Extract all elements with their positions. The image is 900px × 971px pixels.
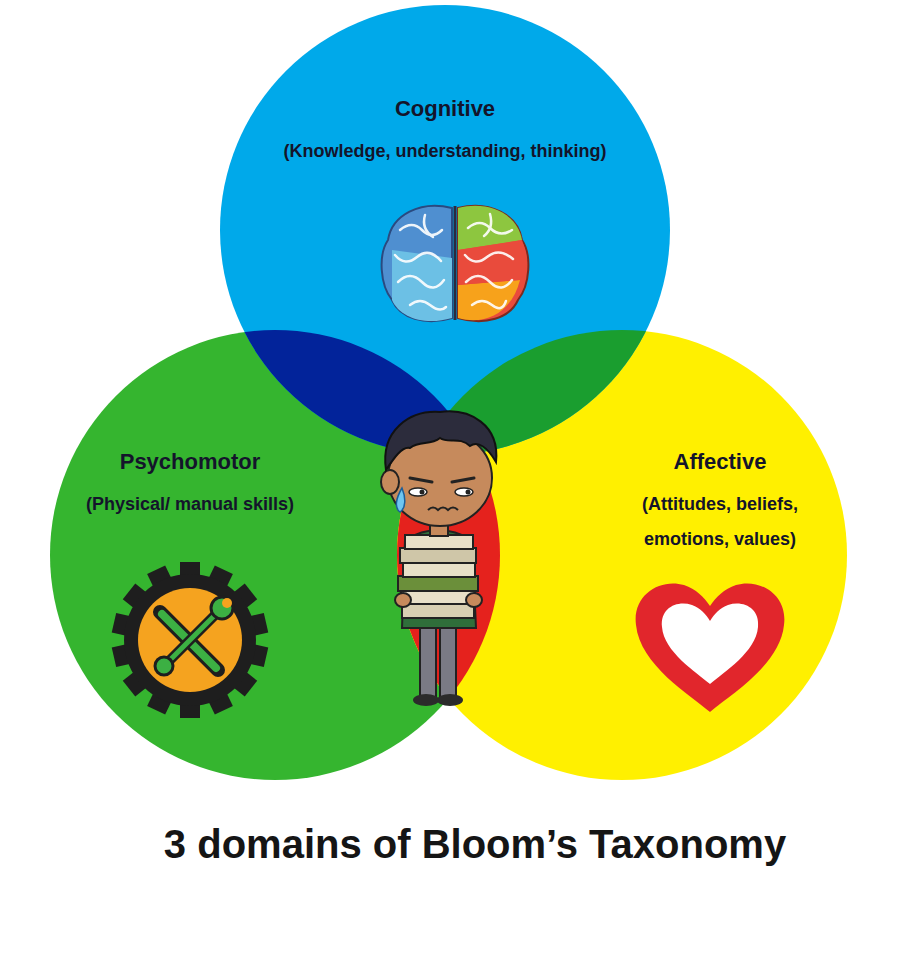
- center-region: [220, 5, 670, 455]
- domain-heading: Affective: [600, 448, 840, 477]
- overlap-region: [220, 5, 670, 455]
- domain-description: (Physical/ manual skills): [55, 487, 325, 522]
- domain-description: (Knowledge, understanding, thinking): [275, 134, 615, 169]
- gear-icon: [112, 562, 269, 718]
- center-region: [385, 400, 505, 720]
- node-texts: Cognitive (Knowledge, understanding, thin…: [275, 95, 615, 169]
- cognitive-circle: [220, 5, 670, 455]
- node-texts: Psychomotor (Physical/ manual skills): [55, 448, 325, 522]
- brain-icon: [382, 206, 529, 321]
- domain-heading: Cognitive: [275, 95, 615, 124]
- student-figure: [381, 411, 496, 706]
- heart-icon: [636, 583, 785, 712]
- domain-heading: Psychomotor: [55, 448, 325, 477]
- diagram-title: 3 domains of Bloom’s Taxonomy: [164, 822, 786, 867]
- cognitive-node: Cognitive (Knowledge, understanding, thin…: [220, 5, 670, 455]
- affective-node: Affective (Attitudes, beliefs, emotions, …: [397, 330, 847, 780]
- node-texts: Affective (Attitudes, beliefs, emotions, …: [600, 448, 840, 557]
- psychomotor-node: Psychomotor (Physical/ manual skills): [50, 330, 500, 780]
- overlap-region: [220, 5, 670, 455]
- domain-description: (Attitudes, beliefs, emotions, values): [600, 487, 840, 557]
- overlap-region: [397, 330, 847, 780]
